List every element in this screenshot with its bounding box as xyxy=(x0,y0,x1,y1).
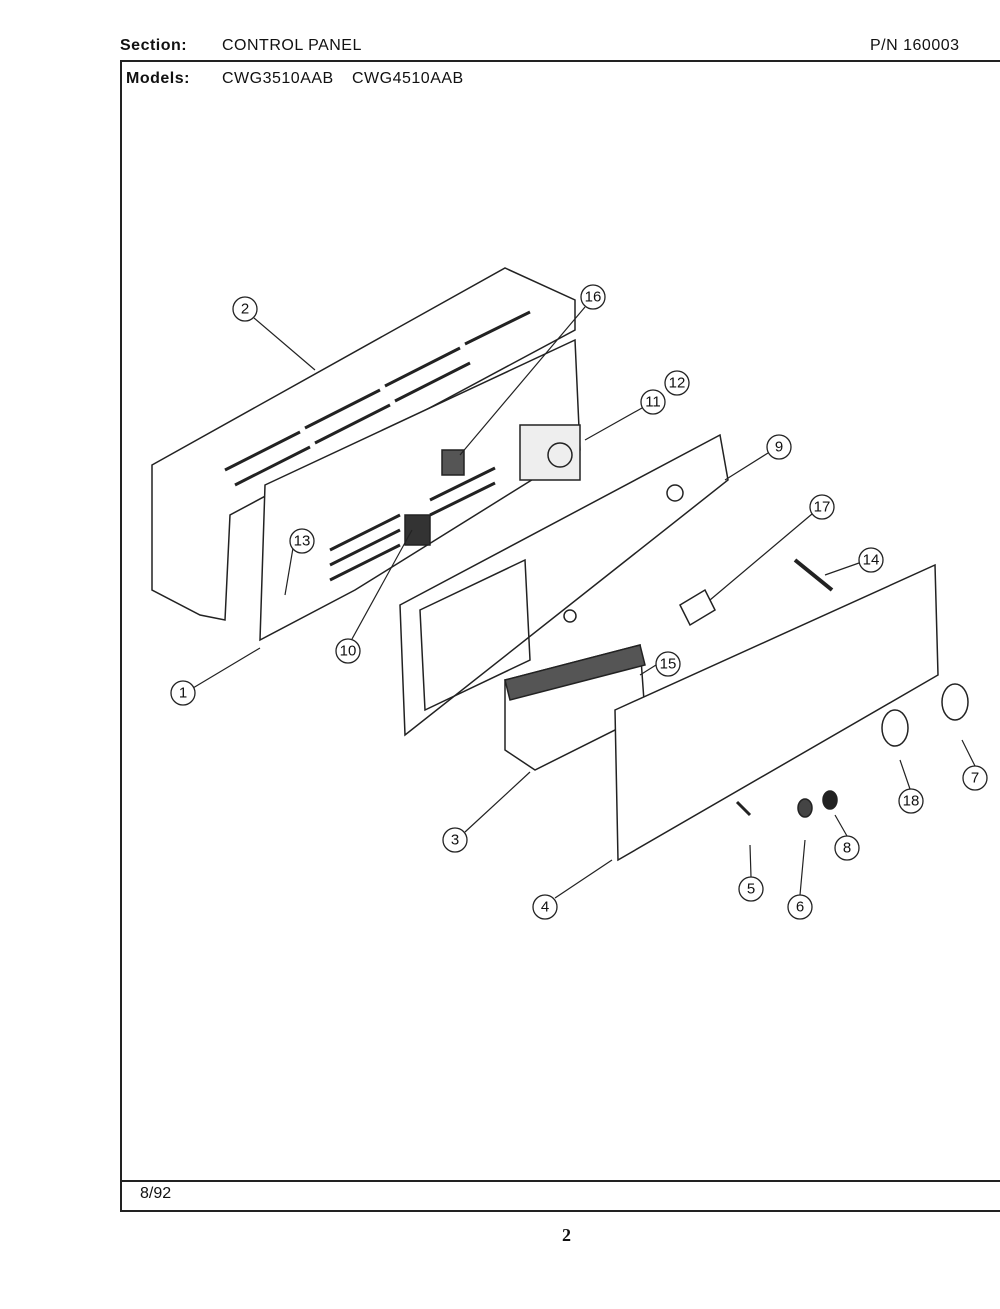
callout-4: 4 xyxy=(532,894,558,920)
button-6 xyxy=(797,798,813,818)
footer-divider xyxy=(120,1180,1000,1182)
svg-text:1: 1 xyxy=(179,685,187,702)
svg-text:9: 9 xyxy=(775,439,783,456)
svg-text:10: 10 xyxy=(340,643,357,660)
part-number: P/N 160003 xyxy=(870,37,960,54)
diagram-frame xyxy=(120,60,1000,1212)
bracket-slots xyxy=(329,466,496,582)
knob-18 xyxy=(881,709,909,747)
callout-13: 13 xyxy=(289,528,315,554)
svg-text:12: 12 xyxy=(669,375,686,392)
knob-7 xyxy=(941,683,969,721)
svg-text:18: 18 xyxy=(903,793,920,810)
callout-17: 17 xyxy=(809,494,835,520)
svg-text:16: 16 xyxy=(585,289,602,306)
callout-14: 14 xyxy=(858,547,884,573)
svg-text:8: 8 xyxy=(843,840,851,857)
model-2: CWG4510AAB xyxy=(352,70,464,87)
switch-10 xyxy=(404,514,431,546)
revision-date: 8/92 xyxy=(140,1185,172,1202)
callout-15: 15 xyxy=(655,651,681,677)
section-label: Section: xyxy=(120,37,188,54)
callout-11: 11 xyxy=(640,389,666,415)
leader-lines xyxy=(192,306,976,899)
callout-3: 3 xyxy=(442,827,468,853)
page-number: 2 xyxy=(562,1225,571,1245)
callout-2: 2 xyxy=(232,296,258,322)
svg-text:17: 17 xyxy=(814,499,831,516)
callout-12: 12 xyxy=(664,370,690,396)
rear-cover-slots xyxy=(224,310,531,487)
callout-9: 9 xyxy=(766,434,792,460)
svg-text:11: 11 xyxy=(645,394,661,411)
svg-text:5: 5 xyxy=(747,881,755,898)
svg-text:15: 15 xyxy=(660,656,677,673)
control-bracket xyxy=(259,338,581,642)
console-frame xyxy=(399,433,729,737)
rear-cover xyxy=(151,267,576,621)
svg-text:4: 4 xyxy=(541,899,549,916)
callout-18: 18 xyxy=(898,788,924,814)
svg-text:2: 2 xyxy=(241,301,249,318)
model-1: CWG3510AAB xyxy=(222,70,334,87)
button-8 xyxy=(822,790,838,810)
svg-text:6: 6 xyxy=(796,899,804,916)
svg-text:3: 3 xyxy=(451,832,459,849)
section-value: CONTROL PANEL xyxy=(222,37,362,54)
svg-text:14: 14 xyxy=(863,552,880,569)
callout-8: 8 xyxy=(834,835,860,861)
svg-text:13: 13 xyxy=(294,533,311,550)
callout-6: 6 xyxy=(787,894,813,920)
front-panel xyxy=(614,563,939,862)
models-label: Models: xyxy=(126,70,190,87)
callout-10: 10 xyxy=(335,638,361,664)
callout-16: 16 xyxy=(580,284,606,310)
callout-5: 5 xyxy=(738,876,764,902)
svg-text:7: 7 xyxy=(971,770,979,787)
timer-11 xyxy=(519,424,581,481)
callout-1: 1 xyxy=(170,680,196,706)
switch-16 xyxy=(441,449,465,476)
callout-7: 7 xyxy=(962,765,988,791)
